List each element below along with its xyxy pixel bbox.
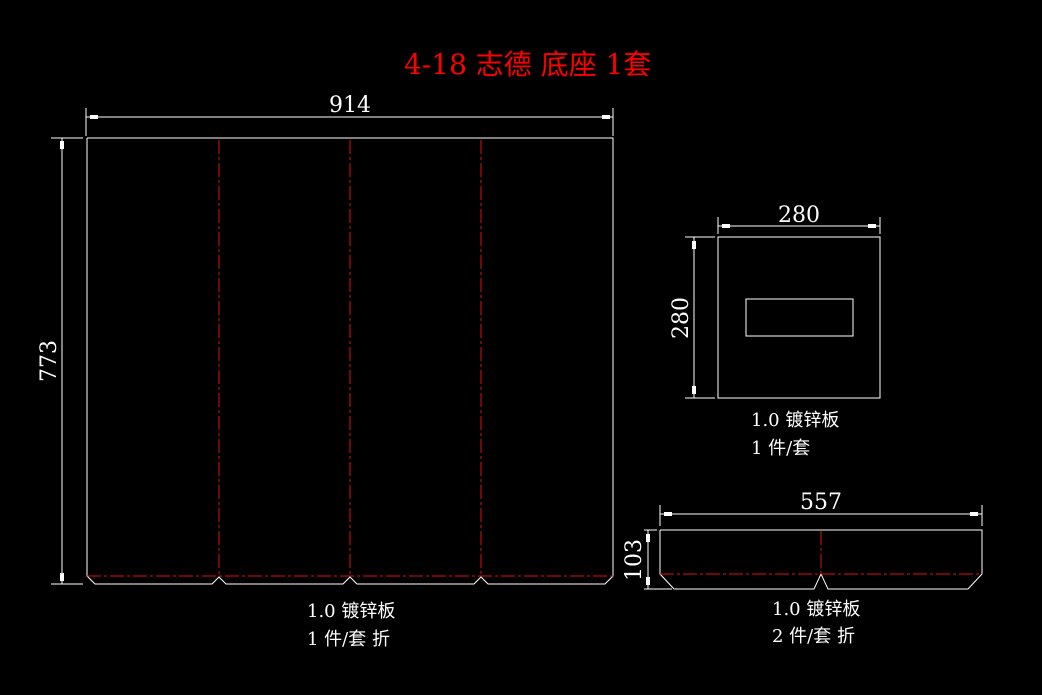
height-dimension: 280 <box>669 236 715 399</box>
drawing-title: 4-18 志德 底座 1套 <box>404 48 651 81</box>
arrow-tick <box>646 577 650 585</box>
part-note-quantity: 2 件/套 折 <box>772 626 855 647</box>
arrow-tick <box>868 224 876 228</box>
part-note-material: 1.0 镀锌板 <box>307 601 395 622</box>
width-dimension: 914 <box>85 93 614 136</box>
height-dimension: 773 <box>37 137 83 585</box>
dimension-label: 103 <box>622 539 647 581</box>
arrow-tick <box>722 224 730 228</box>
arrow-tick <box>646 534 650 542</box>
height-dimension: 103 <box>622 529 672 590</box>
arrow-tick <box>692 241 696 249</box>
square-plate: 280 280 1.0 镀锌板 1 件/套 <box>669 203 881 459</box>
arrow-tick <box>60 573 64 581</box>
square-plate-outline <box>717 236 881 399</box>
width-dimension: 557 <box>659 490 983 526</box>
side-strip-outline <box>659 529 983 590</box>
dimension-label: 280 <box>778 203 820 228</box>
main-panel-outline <box>86 137 614 585</box>
part-note-material: 1.0 镀锌板 <box>751 410 839 431</box>
arrow-tick <box>692 386 696 394</box>
main-panel: 914 773 1.0 镀锌板 1 件/套 折 <box>37 93 614 650</box>
side-strip: 557 103 1.0 镀锌板 2 件/套 折 <box>622 490 983 647</box>
width-dimension: 280 <box>717 203 881 234</box>
part-note-material: 1.0 镀锌板 <box>772 599 860 620</box>
part-note-quantity: 1 件/套 折 <box>307 629 390 650</box>
arrow-tick <box>970 512 978 516</box>
arrow-tick <box>60 141 64 149</box>
dimension-label: 280 <box>669 297 694 339</box>
arrow-tick <box>90 115 98 119</box>
dimension-label: 557 <box>800 490 842 515</box>
dimension-label: 914 <box>329 93 371 118</box>
dimension-label: 773 <box>37 340 62 382</box>
arrow-tick <box>602 115 610 119</box>
arrow-tick <box>664 512 672 516</box>
rect-cutout <box>745 298 854 337</box>
part-note-quantity: 1 件/套 <box>751 438 810 459</box>
